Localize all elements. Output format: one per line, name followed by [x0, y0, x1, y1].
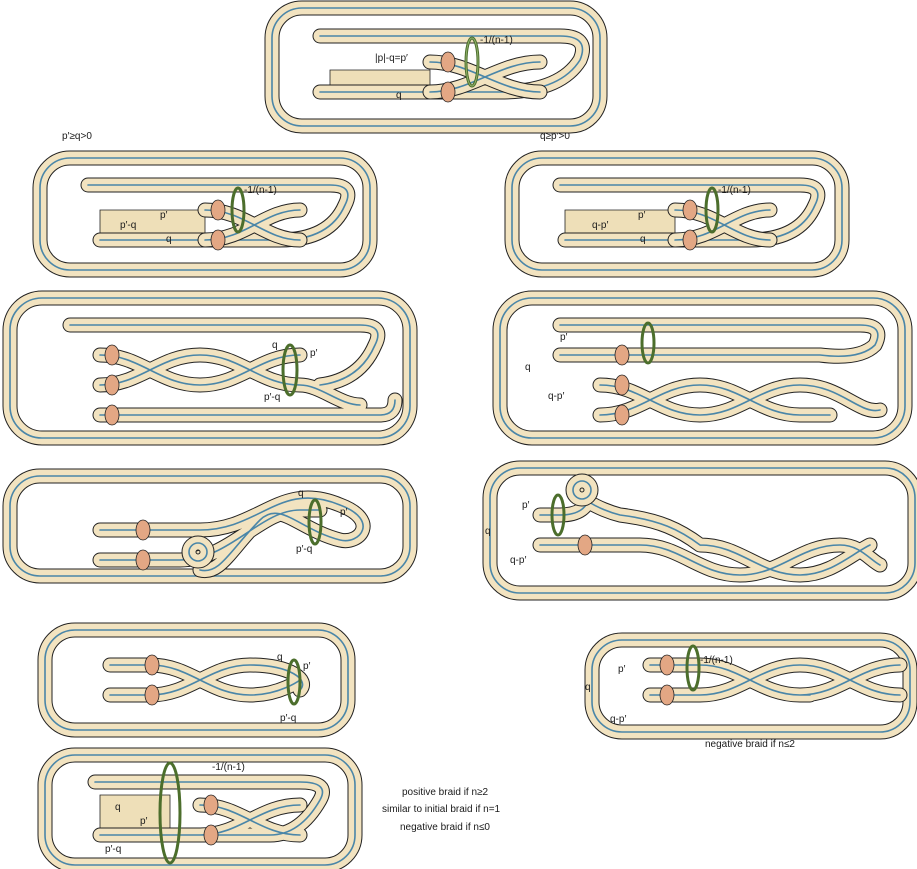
label: q — [277, 652, 283, 663]
surgery-circle — [307, 498, 323, 546]
label: p′ — [618, 664, 626, 675]
label: p′-q — [105, 844, 121, 855]
label: |p|-q=p′ — [375, 53, 408, 64]
label: q — [485, 526, 491, 537]
label: -1/(n-1) — [700, 655, 733, 666]
label: p′-q — [120, 220, 136, 231]
surgery-circle — [230, 186, 246, 234]
surgery-circle — [640, 321, 656, 365]
label: q — [272, 340, 278, 351]
label: q — [166, 234, 172, 245]
panel-l5: q p′ p′-q -1/(n-1) — [37, 747, 363, 869]
surgery-circle — [685, 644, 701, 692]
label: q — [298, 488, 304, 499]
panel-l3: q p′ p′-q — [2, 468, 418, 584]
panel-l1: p′-q p′ q -1/(n-1) — [32, 150, 378, 278]
label: -1/(n-1) — [480, 35, 513, 46]
panel-top: |p|-q=p′ q -1/(n-1) — [264, 0, 608, 134]
panel-r3: p′ q q-p′ — [482, 460, 917, 601]
label: q — [640, 234, 646, 245]
caption-negative-braid: negative braid if n≤2 — [705, 739, 795, 750]
label: q — [396, 90, 402, 101]
label: q — [525, 362, 531, 373]
condition-left: p′≥q>0 — [62, 131, 92, 142]
label: -1/(n-1) — [244, 185, 277, 196]
label: p′ — [638, 210, 646, 221]
surgery-circle — [286, 658, 302, 706]
panel-l4: q p′ p′-q — [37, 622, 356, 738]
caption-line-2: similar to initial braid if n=1 — [382, 804, 501, 815]
surgery-circle — [704, 186, 720, 234]
label: -1/(n-1) — [212, 762, 245, 773]
label: q-p′ — [510, 555, 526, 566]
label: q — [585, 682, 591, 693]
panel-r4: p′ q q-p′ -1/(n-1) — [584, 632, 917, 740]
label: p′ — [560, 332, 568, 343]
caption-line-1: positive braid if n≥2 — [402, 787, 489, 798]
label: q-p′ — [548, 391, 564, 402]
label: q — [115, 802, 121, 813]
label: p′ — [303, 661, 311, 672]
panel-r2: p′ q q-p′ — [492, 290, 913, 446]
label: p′ — [522, 500, 530, 511]
label: p′-q — [264, 392, 280, 403]
label: q-p′ — [610, 714, 626, 725]
label: p′ — [310, 348, 318, 359]
condition-right: q≥p′>0 — [540, 131, 570, 142]
surgery-circle — [281, 343, 299, 397]
label: -1/(n-1) — [718, 185, 751, 196]
label: q-p′ — [592, 220, 608, 231]
surgery-circle — [158, 761, 182, 865]
label: p′-q — [296, 544, 312, 555]
label: p′ — [160, 210, 168, 221]
label: p′ — [140, 816, 148, 827]
caption-line-3: negative braid if n≤0 — [400, 822, 490, 833]
label: p′-q — [280, 713, 296, 724]
surgery-circle — [550, 493, 566, 537]
panel-r1: q-p′ p′ q -1/(n-1) — [504, 150, 850, 278]
panel-l2: q p′ p′-q — [2, 290, 418, 446]
label: p′ — [340, 507, 348, 518]
